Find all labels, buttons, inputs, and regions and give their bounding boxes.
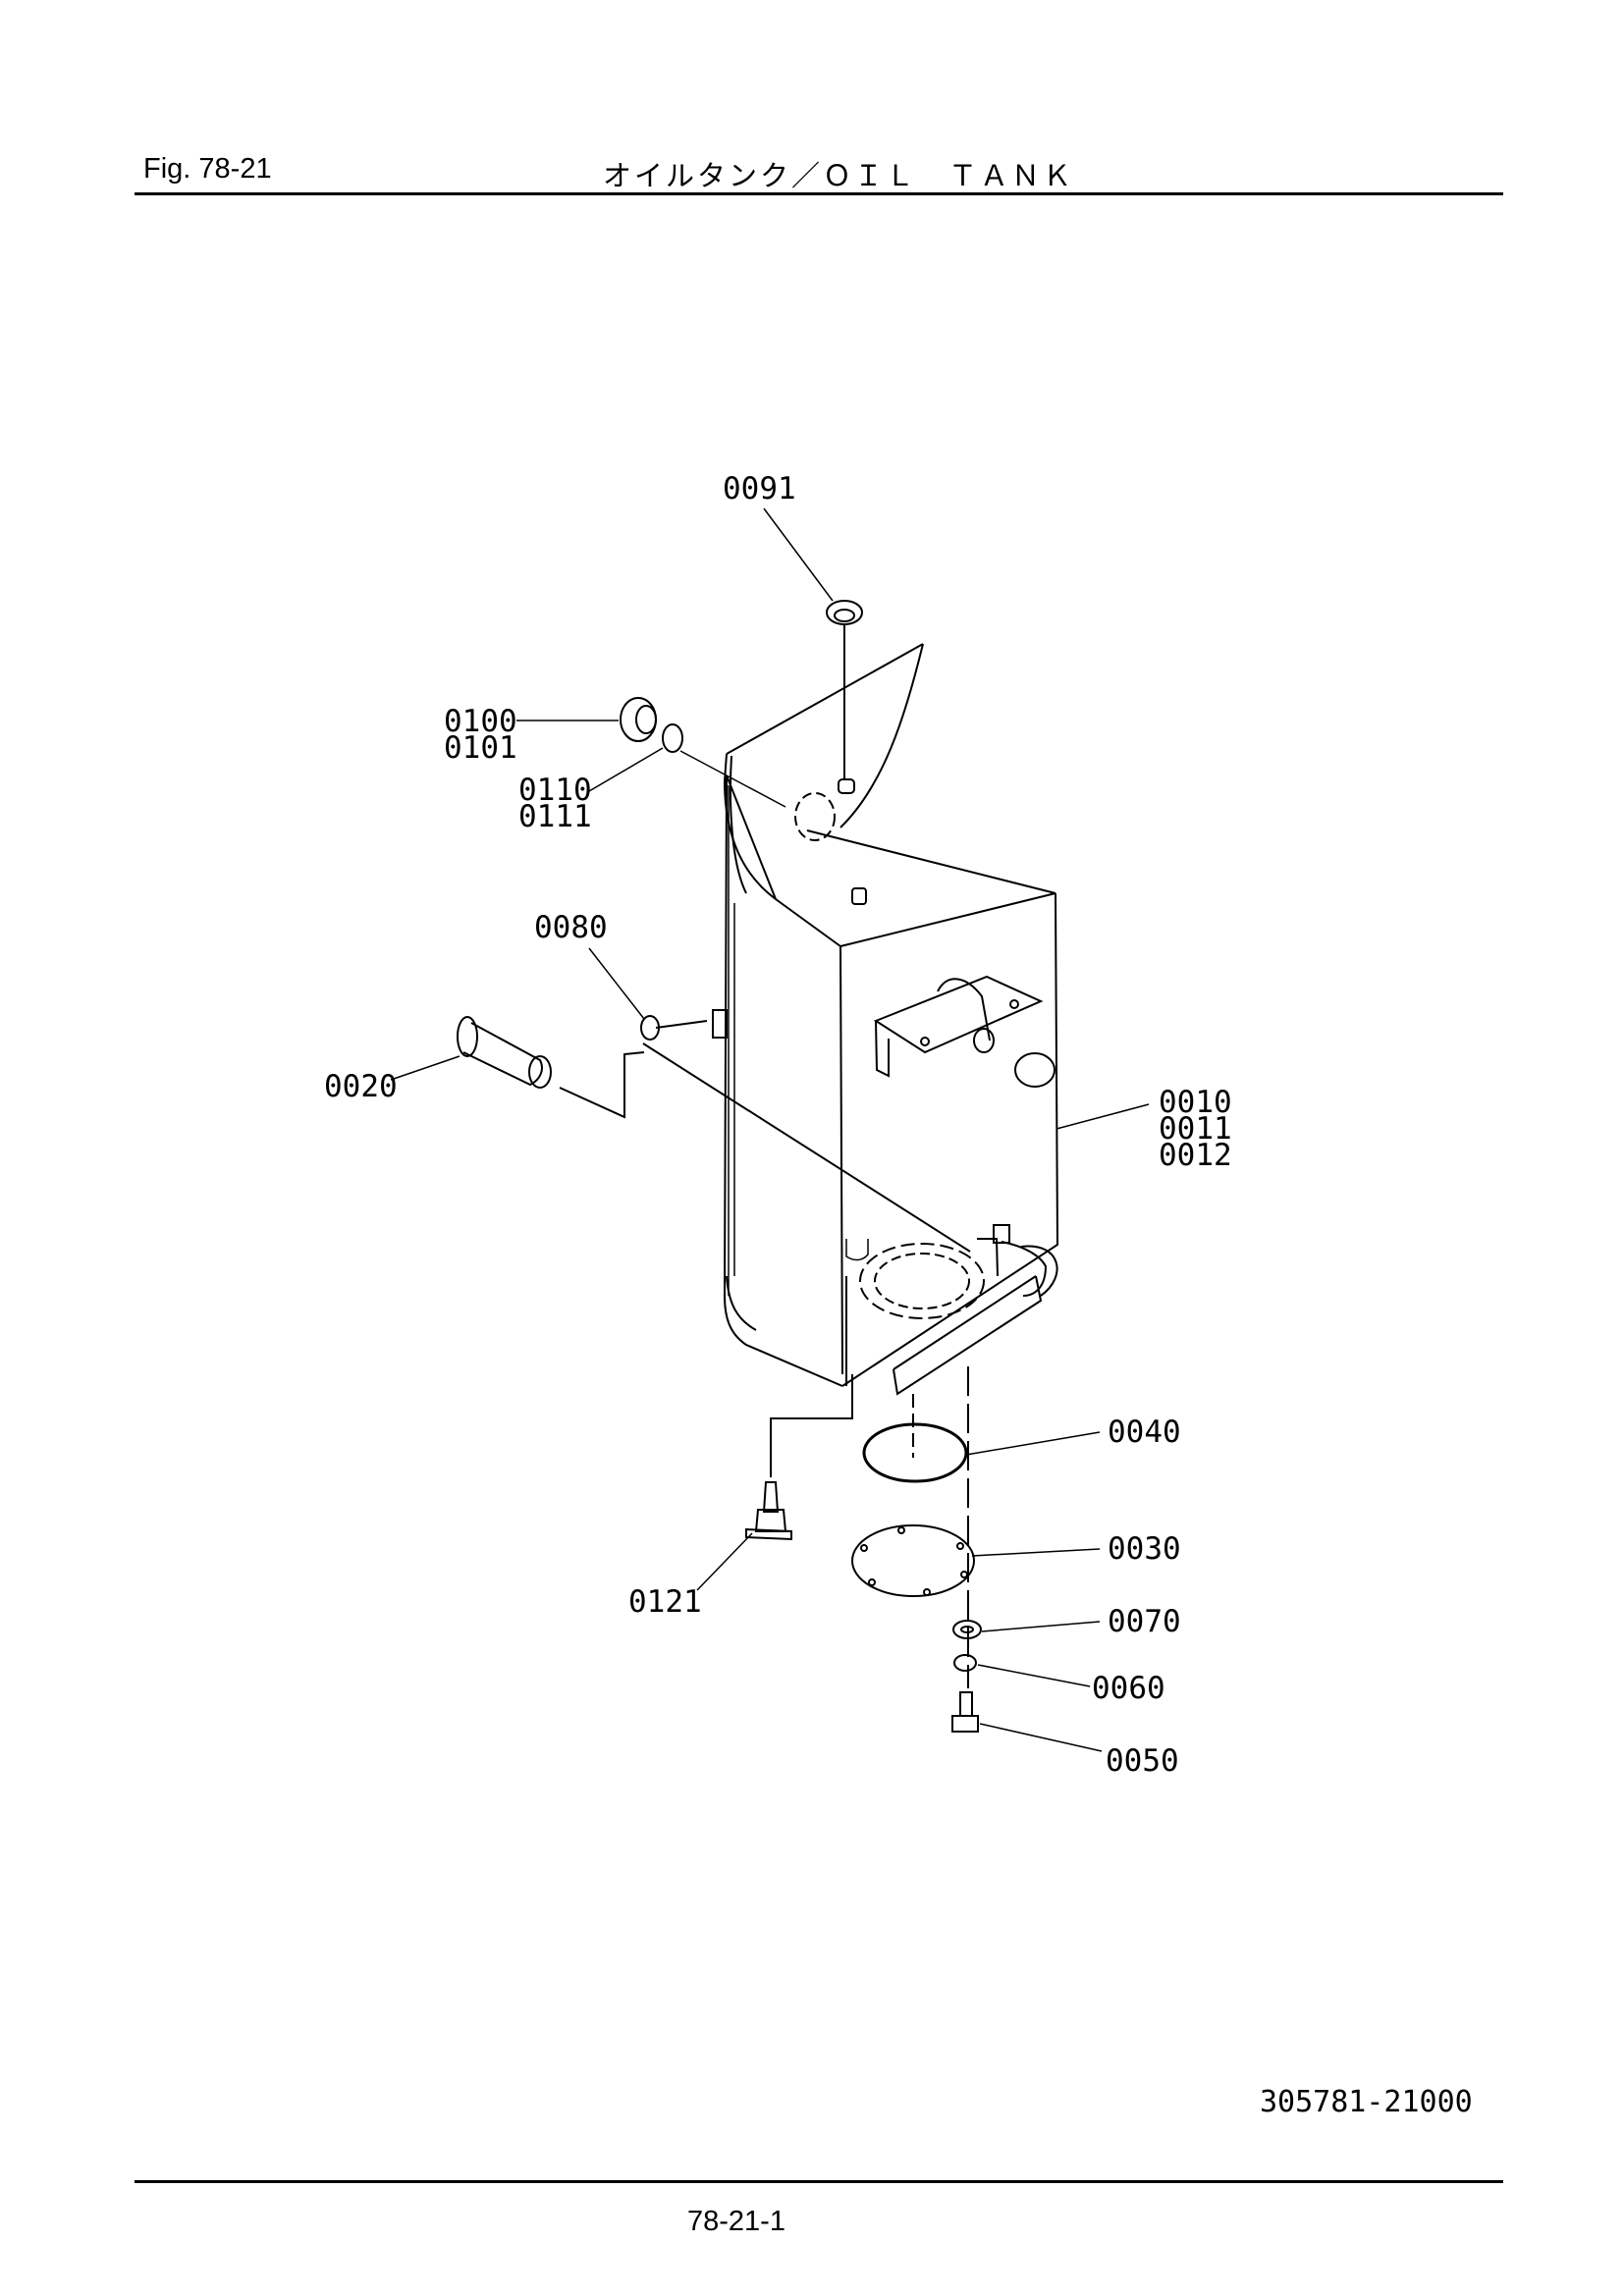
- page-number: 78-21-1: [687, 2206, 785, 2237]
- outlet-pipes: [977, 1224, 1058, 1297]
- drain-valve-0121: [745, 1481, 792, 1541]
- level-port: [851, 887, 867, 905]
- oil-tank-body: [723, 643, 1059, 1396]
- callout-0060: 0060: [1092, 1671, 1165, 1706]
- mounting-bracket: [873, 975, 1044, 1078]
- callout-0111: 0111: [518, 799, 592, 834]
- filter-element-0020: [457, 1016, 552, 1089]
- o-ring-0110: [662, 723, 683, 753]
- cover-plate-0030: [851, 1524, 975, 1597]
- callout-0012: 0012: [1159, 1138, 1232, 1173]
- o-ring-0040: [862, 1422, 968, 1483]
- page-title: オイルタンク／ＯＩＬ ＴＡＮＫ: [603, 161, 1075, 192]
- plug-0100: [620, 697, 657, 742]
- callout-0121: 0121: [628, 1584, 702, 1620]
- callout-0091: 0091: [723, 471, 796, 507]
- figure-number: Fig. 78-21: [143, 153, 272, 185]
- bolt-0050: [951, 1691, 979, 1733]
- callout-0040: 0040: [1108, 1415, 1181, 1450]
- callout-0100: 0100: [444, 704, 517, 739]
- breather-port: [838, 778, 855, 794]
- document-number: 305781-21000: [1260, 2085, 1473, 2119]
- spring-washer-0060: [953, 1654, 977, 1672]
- header-rule: [135, 192, 1503, 195]
- callout-0070: 0070: [1108, 1604, 1181, 1639]
- callout-0050: 0050: [1106, 1743, 1179, 1779]
- filler-opening: [794, 792, 836, 841]
- callout-0101: 0101: [444, 730, 517, 766]
- bottom-cover-opening: [859, 1243, 985, 1319]
- washer-0070: [952, 1620, 982, 1639]
- callout-0080: 0080: [534, 910, 608, 945]
- callout-0030: 0030: [1108, 1531, 1181, 1567]
- footer-rule: [135, 2180, 1503, 2183]
- callout-0110: 0110: [518, 773, 592, 808]
- callout-0020: 0020: [324, 1069, 398, 1104]
- port-boss: [1014, 1052, 1056, 1088]
- callout-0011: 0011: [1159, 1111, 1232, 1147]
- leader-lines: [390, 507, 1150, 1752]
- callout-0010: 0010: [1159, 1085, 1232, 1120]
